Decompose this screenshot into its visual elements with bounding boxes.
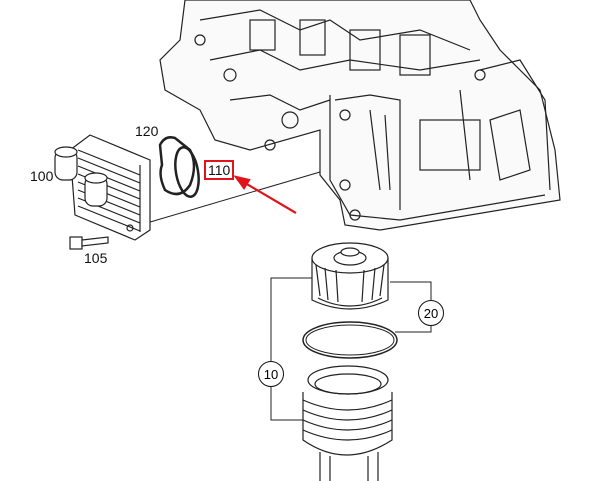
gasket-120 [158, 136, 196, 196]
o-ring [302, 321, 398, 359]
filter-element [311, 242, 389, 310]
label-120: 120 [135, 123, 159, 139]
gasket-110 [174, 146, 200, 198]
label-20: 20 [418, 300, 444, 326]
highlight-arrow [233, 175, 297, 214]
label-110-highlighted: 110 [204, 160, 235, 180]
filter-housing [302, 365, 393, 481]
label-10: 10 [258, 361, 284, 387]
engine-block [159, 0, 561, 231]
oil-cooler [54, 134, 151, 241]
label-100: 100 [30, 168, 54, 184]
bolt [69, 236, 109, 250]
label-105: 105 [84, 250, 108, 266]
